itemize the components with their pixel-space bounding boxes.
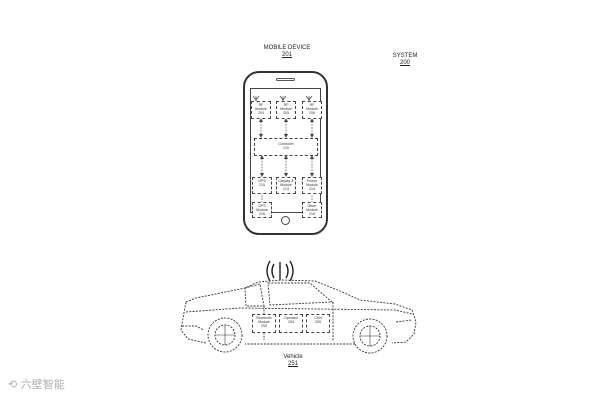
gps-216-line3: 216: [259, 211, 265, 216]
wireless-signal-icon: [266, 260, 294, 282]
display-line2: Module: [280, 182, 292, 187]
phone-speaker: [276, 78, 295, 81]
watermark-icon: ⟲: [8, 378, 18, 391]
gps-module-215: GPS 215: [252, 177, 272, 194]
gps-215-line2: 215: [259, 182, 265, 187]
other-module-218: Other Module 218: [302, 202, 322, 218]
display-line1: Display &: [278, 179, 294, 183]
power-line2: Module: [306, 182, 318, 187]
rf-module-204-line2: Module: [255, 106, 267, 111]
rf-module-204-line1: RF: [258, 103, 264, 107]
system-ref: 200: [399, 59, 410, 66]
other-line2: Module: [306, 207, 318, 212]
power-module-214: Power Module 214: [302, 177, 322, 194]
controller-module: Controller 210: [254, 138, 318, 156]
power-line3: 214: [309, 186, 315, 191]
vehicle-ref: 251: [287, 360, 298, 367]
display-module-213: Display & Module 213: [276, 177, 296, 194]
gps-module-216: GPS Module 216: [252, 202, 272, 218]
other-line3: 218: [309, 211, 315, 216]
rf-module-205: RF Module 205: [276, 101, 296, 119]
rf-module-204-line3: 204: [258, 110, 264, 115]
rf-module-206: RF Module 206: [302, 101, 322, 119]
vehicle-bluetooth-module: Bluetooth Module 253: [252, 314, 276, 333]
display-line3: 213: [283, 186, 289, 191]
mobile-device-title: MOBILE DEVICE 201: [252, 45, 322, 59]
arrow-heads: [259, 118, 314, 177]
vehicle-operator-module: Operator 254: [279, 314, 303, 333]
rf-module-205-line1: RF: [283, 103, 289, 107]
gps-216-line1: GPS: [258, 204, 266, 208]
rf-module-205-line2: Module: [280, 106, 292, 111]
vehicle-title: Vehicle 251: [268, 354, 318, 368]
gps-215-line1: GPS: [258, 179, 266, 183]
phone-home-button: [281, 216, 290, 225]
power-line1: Power: [306, 179, 318, 183]
controller-line2: 210: [283, 145, 289, 150]
other-line1: Other: [307, 204, 317, 208]
bluetooth-line1: Bluetooth: [256, 316, 272, 320]
bluetooth-line3: 253: [261, 323, 267, 328]
watermark-text: 六壁智能: [20, 378, 65, 391]
vehicle-title-text: Vehicle: [283, 354, 303, 360]
gps-216-line2: Module: [256, 207, 268, 212]
operator-line1: Operator: [283, 316, 299, 320]
can-line1: CAN: [314, 316, 322, 320]
mobile-device-title-text: MOBILE DEVICE: [263, 45, 311, 51]
watermark-logo: ⟲ 六壁智能: [8, 376, 65, 392]
mobile-device-ref: 201: [281, 51, 292, 58]
vehicle-can-module: CAN 255: [306, 314, 330, 333]
system-title: SYSTEM 200: [385, 53, 425, 67]
rf-module-204: RF Module 204: [251, 101, 271, 119]
rf-module-205-line3: 205: [283, 110, 289, 115]
controller-line1: Controller: [278, 142, 294, 146]
rf-module-206-line1: RF: [309, 103, 315, 107]
can-line2: 255: [315, 319, 321, 324]
bluetooth-line2: Module: [258, 319, 270, 324]
operator-line2: 254: [288, 319, 294, 324]
system-title-text: SYSTEM: [392, 53, 418, 59]
rf-module-206-line2: Module: [306, 106, 318, 111]
wheel-spokes: [215, 325, 380, 346]
rf-module-206-line3: 206: [309, 110, 315, 115]
